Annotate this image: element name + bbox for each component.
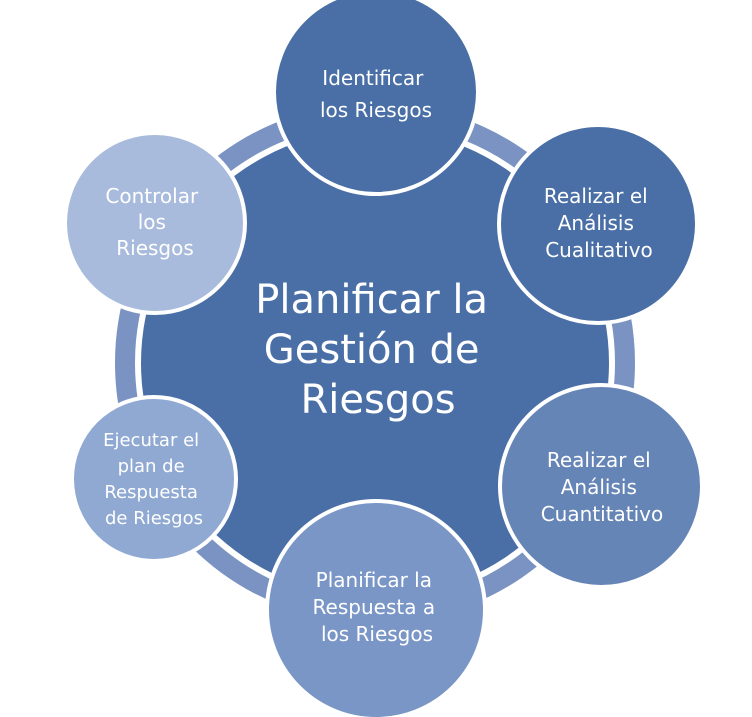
node-cuantitativo-line-3: Cuantitativo (541, 502, 664, 526)
node-identificar: Identificar los Riesgos (272, 0, 480, 196)
center-title: Planificar la Gestión de Riesgos (255, 277, 500, 423)
node-planificar-respuesta-line-1: Planificar la (316, 568, 432, 592)
node-cuantitativo: Realizar el Análisis Cuantitativo (498, 383, 704, 589)
node-cualitativo: Realizar el Análisis Cualitativo (497, 123, 699, 325)
center-title-line-1: Planificar la (255, 277, 488, 323)
node-identificar-line-2: los Riesgos (320, 98, 432, 122)
center-title-line-2: Gestión de (264, 327, 480, 373)
svg-text:Realizar el Análisis: Realizar el Análisis Cualitativo (544, 184, 654, 262)
svg-text:Planificar la Respuesta: Planificar la Respuesta a los Riesgos (313, 568, 442, 646)
node-controlar-line-2: los (138, 210, 166, 234)
node-planificar-respuesta: Planificar la Respuesta a los Riesgos (265, 499, 487, 717)
node-ejecutar-line-2: plan de (118, 456, 185, 477)
svg-text:Identificar los Riesgos: Identificar los Riesgos (320, 66, 432, 122)
node-planificar-respuesta-line-2: Respuesta a (313, 595, 436, 619)
node-identificar-line-1: Identificar (322, 66, 424, 90)
node-cualitativo-line-2: Análisis (558, 211, 634, 235)
center-circle (141, 129, 609, 597)
svg-text:Controlar los Ries: Controlar los Riesgos (105, 184, 204, 260)
node-ejecutar-line-1: Ejecutar el (103, 430, 199, 451)
node-controlar-line-3: Riesgos (116, 236, 194, 260)
node-controlar: Controlar los Riesgos (63, 131, 247, 315)
node-controlar-line-1: Controlar (105, 184, 199, 208)
node-ejecutar-line-4: de Riesgos (105, 508, 203, 529)
node-cuantitativo-line-1: Realizar el (547, 448, 651, 472)
node-planificar-respuesta-line-3: los Riesgos (321, 622, 433, 646)
svg-text:Ejecutar el plan de: Ejecutar el plan de Respuesta de Riesgos (103, 430, 205, 529)
node-ejecutar-line-3: Respuesta (104, 482, 198, 503)
svg-text:Realizar el Análisis: Realizar el Análisis Cuantitativo (541, 448, 664, 526)
center-title-line-3: Riesgos (300, 377, 455, 423)
node-cuantitativo-line-2: Análisis (561, 475, 637, 499)
node-cualitativo-line-1: Realizar el (544, 184, 648, 208)
node-cualitativo-line-3: Cualitativo (545, 238, 653, 262)
node-ejecutar: Ejecutar el plan de Respuesta de Riesgos (70, 395, 238, 563)
